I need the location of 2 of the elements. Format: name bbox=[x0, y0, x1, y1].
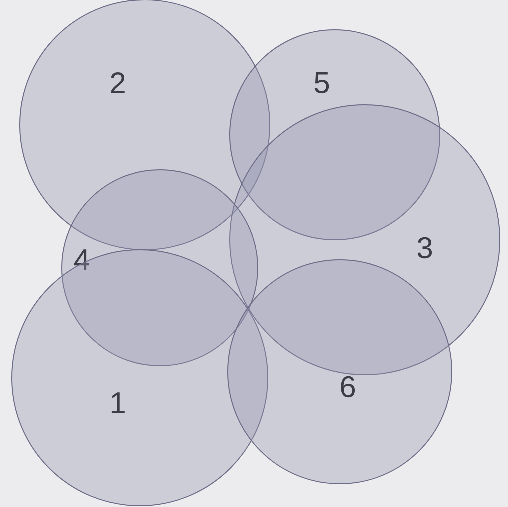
sphere: 3 bbox=[230, 104, 500, 376]
sphere: 6 bbox=[228, 260, 452, 484]
